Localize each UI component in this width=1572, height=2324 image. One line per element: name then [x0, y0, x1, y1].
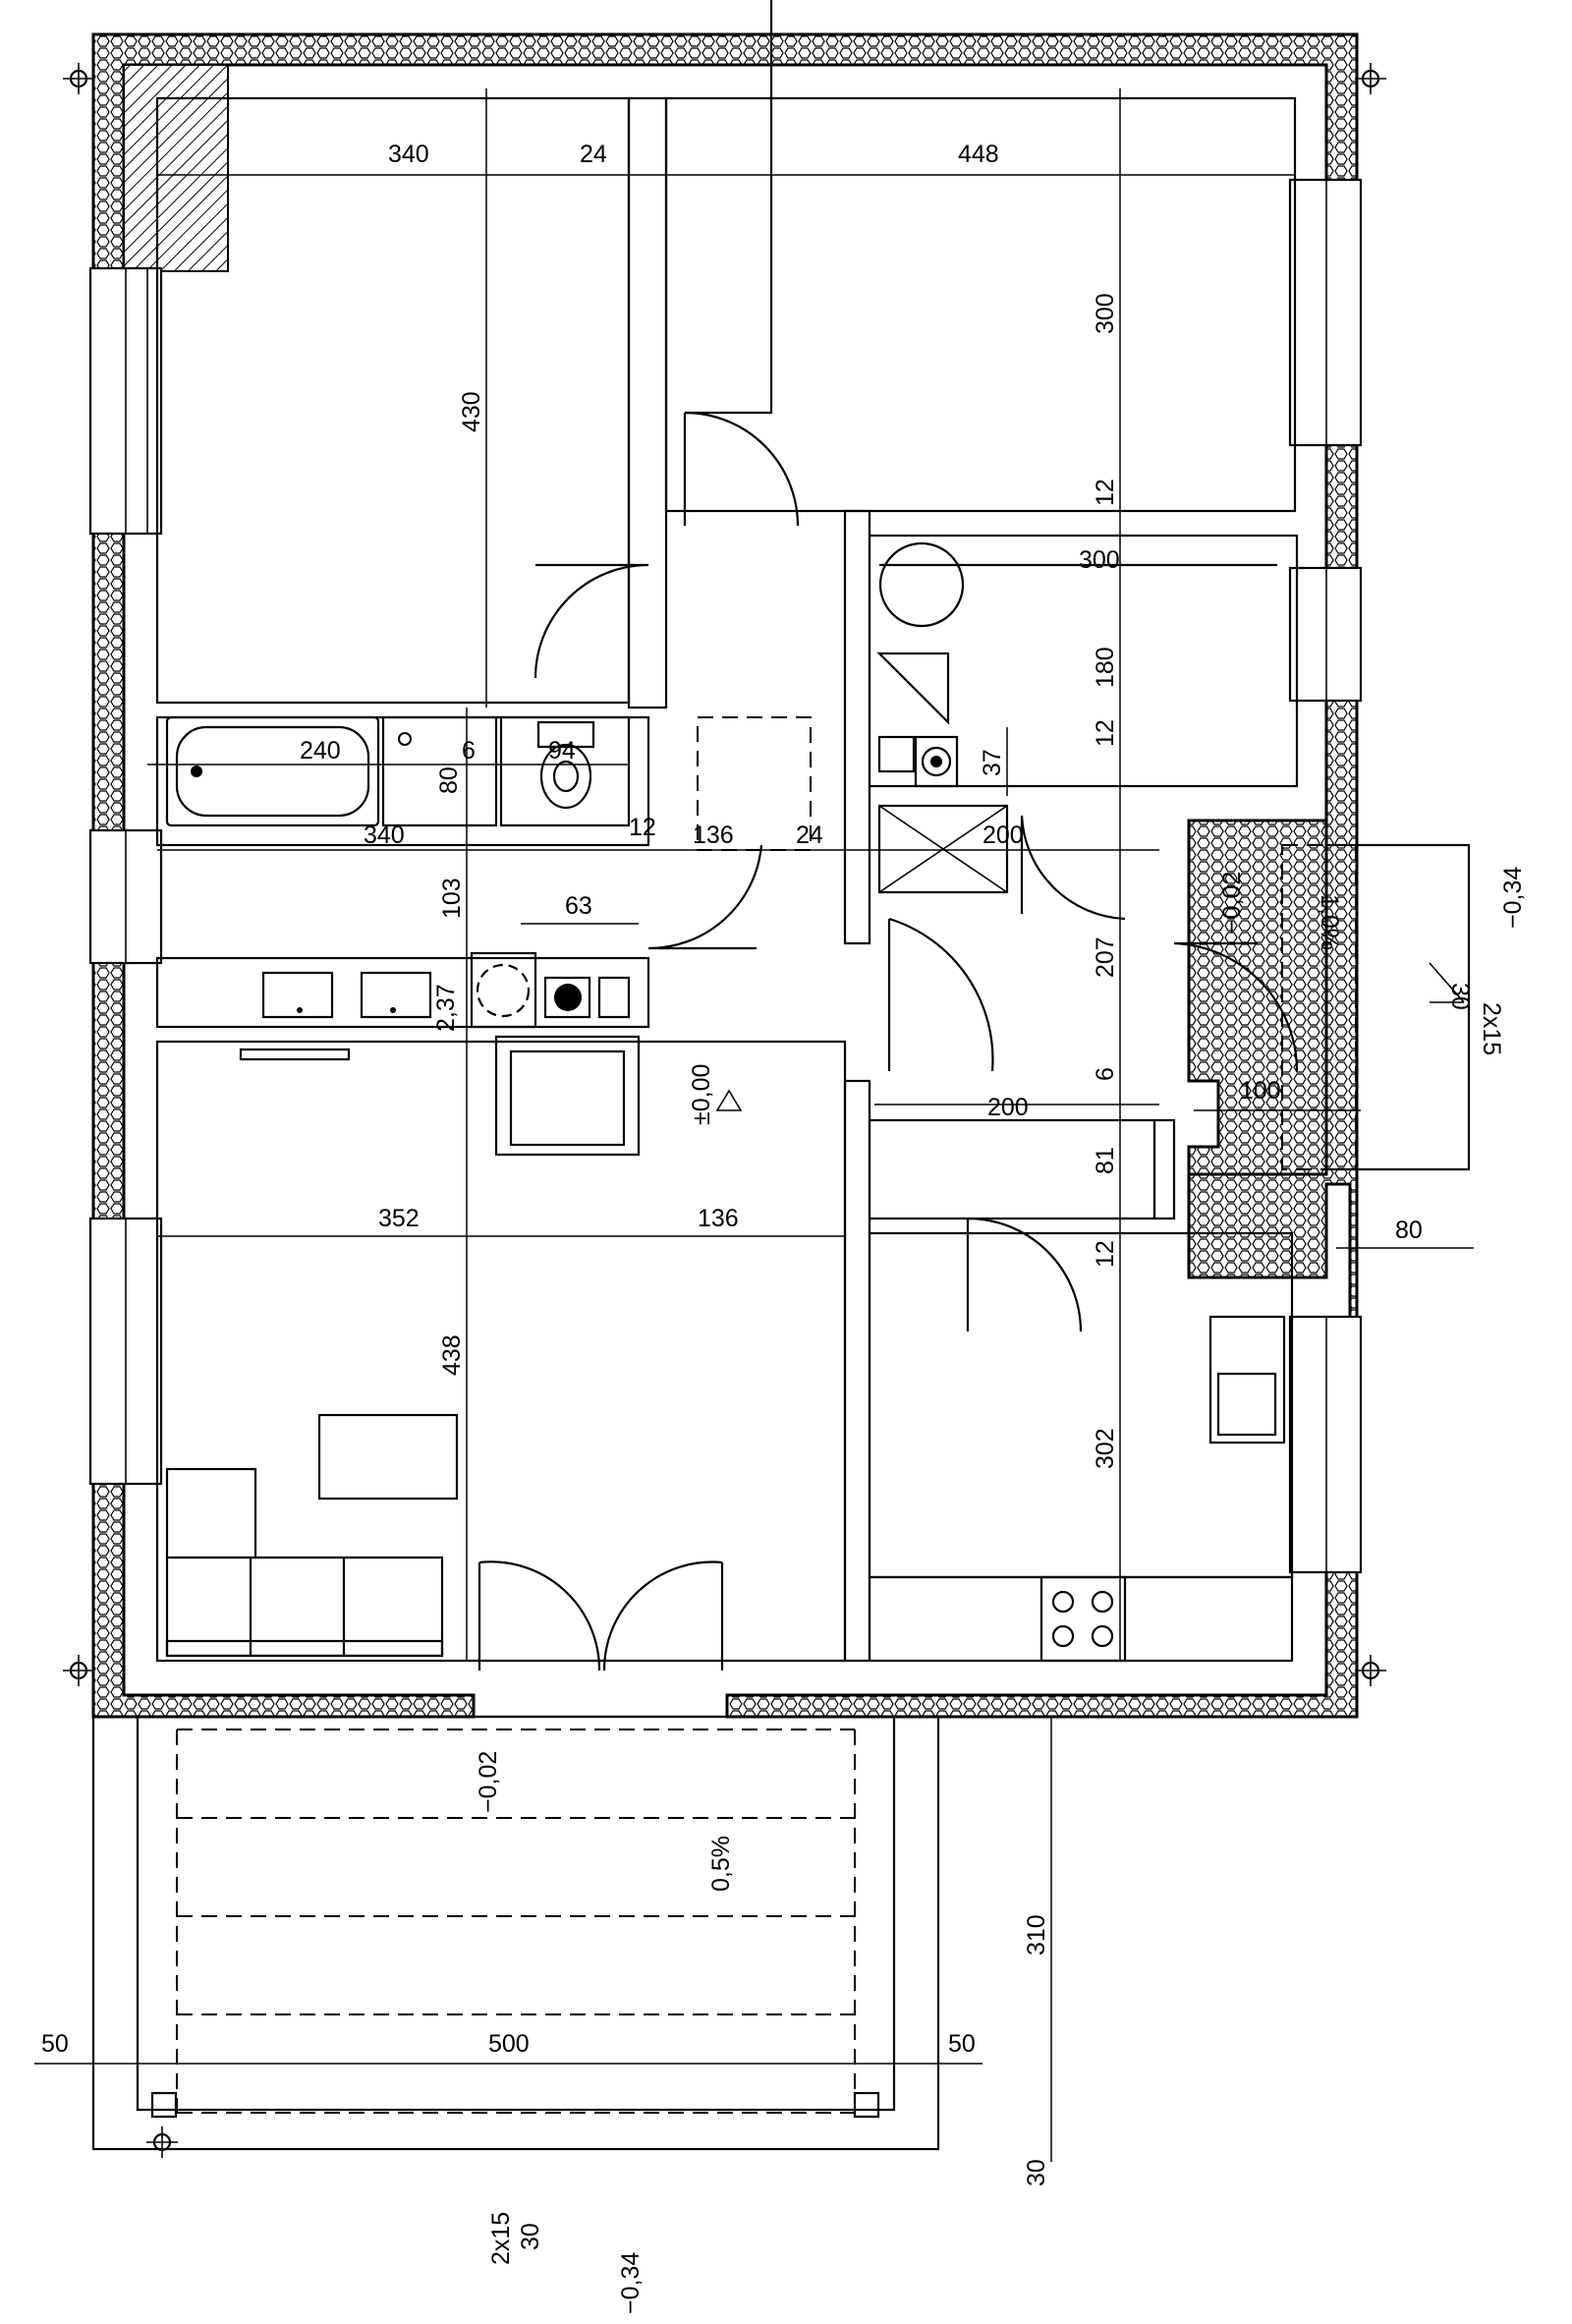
dim-6-hall: 6 — [1092, 1067, 1119, 1081]
level-labels: ±0,00 −0,02 −0,02 −0,34 −0,34 1,0% 0,5% … — [475, 867, 1527, 2314]
level-outside-right: −0,34 — [1499, 867, 1527, 929]
stairs-bottom-steps: 2x15 — [487, 2212, 515, 2265]
dim-207: 207 — [1092, 936, 1119, 978]
dim-50-right: 50 — [948, 2030, 976, 2058]
window-right-low — [1288, 1315, 1363, 1574]
doors — [477, 0, 1299, 1672]
dim-500: 500 — [488, 2030, 530, 2058]
dim-200-b: 200 — [987, 1094, 1029, 1121]
dim-12-c: 12 — [1092, 1240, 1119, 1268]
hall-fixtures — [697, 541, 1277, 894]
window-left-mid — [88, 828, 163, 965]
dim-310: 310 — [1023, 1914, 1050, 1956]
dim-136-low: 136 — [698, 1205, 739, 1232]
kitchenette — [239, 951, 641, 1157]
dimension-labels: 340 24 448 430 300 12 300 180 12 37 240 … — [41, 141, 1423, 2186]
dim-340-mid: 340 — [364, 822, 405, 849]
stairs-right-steps: 2x15 — [1478, 1002, 1505, 1055]
stairs-bottom-tread: 30 — [517, 2223, 544, 2250]
kitchen — [1039, 1315, 1286, 1663]
dim-200-a: 200 — [982, 822, 1024, 849]
bathroom-fixtures — [165, 715, 631, 827]
dim-80-bath: 80 — [435, 766, 463, 794]
dim-103: 103 — [438, 878, 466, 919]
level-terrace: −0,02 — [475, 1751, 502, 1813]
dim-94: 94 — [548, 737, 576, 765]
dim-438: 438 — [438, 1334, 466, 1376]
dim-300-h: 300 — [1079, 546, 1120, 574]
dim-24-mid: 24 — [796, 822, 823, 849]
slope-terrace: 0,5% — [707, 1836, 735, 1892]
window-left-low — [88, 1217, 163, 1486]
dim-300-v: 300 — [1092, 293, 1119, 334]
dim-180: 180 — [1092, 647, 1119, 688]
entrance-stairs — [1281, 843, 1471, 1171]
dim-63: 63 — [565, 892, 592, 920]
living-furniture — [165, 1413, 459, 1658]
dim-30: 30 — [1023, 2159, 1050, 2186]
dim-24-top: 24 — [580, 141, 607, 168]
dim-81: 81 — [1092, 1147, 1119, 1174]
level-entry: −0,02 — [1218, 872, 1246, 934]
dim-12-mid: 12 — [629, 814, 656, 841]
dim-240: 240 — [300, 737, 341, 765]
window-left-top — [88, 266, 163, 536]
level-outside-bottom: −0,34 — [617, 2252, 645, 2314]
outer-walls — [91, 32, 1359, 1719]
dimension-lines — [34, 88, 1474, 2162]
dim-237: 2,37 — [432, 984, 460, 1032]
window-right-mid — [1288, 566, 1363, 703]
dim-448: 448 — [958, 141, 999, 168]
dim-302: 302 — [1092, 1428, 1119, 1469]
terrace — [91, 1715, 940, 2151]
dim-37: 37 — [979, 749, 1006, 776]
dim-6-bath: 6 — [462, 737, 476, 765]
dim-50-left: 50 — [41, 2030, 69, 2058]
dim-80-right: 80 — [1395, 1217, 1423, 1244]
dim-136-mid: 136 — [693, 822, 734, 849]
window-right-top — [1288, 178, 1363, 447]
dim-340-top: 340 — [388, 141, 429, 168]
corner-markers — [63, 63, 1386, 2158]
windows — [88, 178, 1363, 1574]
dim-12-b: 12 — [1092, 719, 1119, 747]
dim-352: 352 — [378, 1205, 420, 1232]
corner-hatch — [123, 64, 229, 272]
dim-430: 430 — [458, 391, 485, 432]
dim-100: 100 — [1240, 1077, 1281, 1105]
interior-walls — [155, 96, 1299, 1663]
slope-entry: 1,0% — [1316, 894, 1343, 950]
dim-12-a: 12 — [1092, 479, 1119, 506]
level-floor: ±0,00 — [688, 1064, 715, 1125]
